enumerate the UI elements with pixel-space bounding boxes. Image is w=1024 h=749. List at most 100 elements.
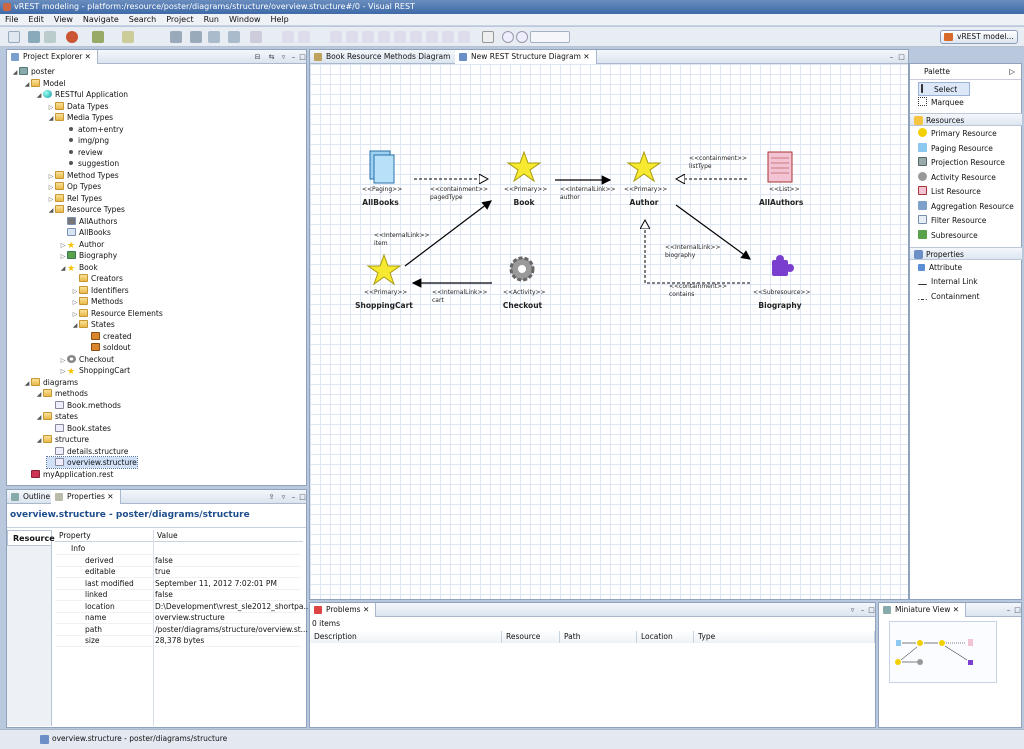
palette-section-resources[interactable]: Resources bbox=[910, 113, 1022, 126]
node-allbooks-name[interactable]: AllBooks bbox=[362, 198, 399, 207]
node-checkout-name[interactable]: Checkout bbox=[502, 301, 543, 310]
node-shoppingcart-shape[interactable] bbox=[366, 253, 402, 286]
color-icon[interactable] bbox=[458, 31, 470, 43]
tree-node[interactable]: atom+entry bbox=[59, 124, 124, 135]
col-property[interactable]: Property bbox=[59, 531, 91, 540]
expanded-arrow-icon[interactable]: ◢ bbox=[36, 414, 42, 421]
tree-node[interactable]: ▷Method Types bbox=[47, 170, 119, 181]
tab-miniature-view[interactable]: Miniature View ✕ bbox=[879, 603, 967, 617]
tab-outline[interactable]: Outline bbox=[7, 490, 58, 504]
palette-filter-resource[interactable]: Filter Resource bbox=[918, 214, 986, 228]
side-tab-resource[interactable]: Resource bbox=[7, 530, 55, 546]
palette-attribute[interactable]: Attribute bbox=[918, 261, 962, 275]
tab-problems[interactable]: Problems ✕ bbox=[310, 603, 377, 617]
tree-node[interactable]: ◢methods bbox=[35, 388, 88, 399]
close-icon[interactable]: ✕ bbox=[84, 52, 91, 61]
palette-containment[interactable]: Containment bbox=[918, 290, 980, 304]
node-biography-shape[interactable] bbox=[772, 255, 794, 276]
col-path[interactable]: Path bbox=[560, 631, 637, 643]
tree-node[interactable]: ◢Model bbox=[23, 78, 66, 89]
palette-marquee[interactable]: Marquee bbox=[918, 96, 964, 110]
diagram-canvas[interactable]: <<Paging>> AllBooks <<Primary>> Book <<P… bbox=[310, 64, 908, 599]
route-icon[interactable] bbox=[410, 31, 422, 43]
expanded-arrow-icon[interactable]: ◢ bbox=[24, 379, 30, 387]
close-icon[interactable]: ✕ bbox=[107, 492, 114, 501]
fit-icon[interactable] bbox=[482, 31, 494, 43]
edge-biography[interactable] bbox=[675, 204, 751, 260]
tree-node[interactable]: Creators bbox=[71, 273, 123, 284]
maximize-icon[interactable]: □ bbox=[868, 606, 875, 614]
layout-icon[interactable] bbox=[330, 31, 342, 43]
pin-icon[interactable]: ⇪ bbox=[268, 493, 275, 501]
collapsed-arrow-icon[interactable]: ▷ bbox=[48, 195, 54, 203]
col-description[interactable]: Description bbox=[310, 631, 502, 643]
minimize-icon[interactable]: – bbox=[860, 606, 865, 614]
new-icon[interactable] bbox=[8, 31, 20, 43]
debug-icon[interactable] bbox=[66, 31, 78, 43]
collapsed-arrow-icon[interactable]: ▷ bbox=[60, 241, 66, 249]
print-icon[interactable] bbox=[44, 31, 56, 43]
tree-node[interactable]: ▷★ShoppingCart bbox=[59, 365, 130, 377]
palette-subresource[interactable]: Subresource bbox=[918, 229, 978, 243]
expanded-arrow-icon[interactable]: ◢ bbox=[48, 115, 54, 122]
tree-node[interactable]: ▷Data Types bbox=[47, 101, 108, 112]
minimize-icon[interactable]: – bbox=[291, 53, 296, 61]
menu-help[interactable]: Help bbox=[270, 15, 289, 24]
font-icon[interactable] bbox=[442, 31, 454, 43]
menu-edit[interactable]: Edit bbox=[28, 15, 44, 24]
maximize-icon[interactable]: □ bbox=[299, 493, 306, 501]
palette-paging-resource[interactable]: Paging Resource bbox=[918, 142, 993, 156]
tree-node[interactable]: ◢structure bbox=[35, 434, 89, 445]
nav-prev-icon[interactable] bbox=[190, 31, 202, 43]
collapsed-arrow-icon[interactable]: ▷ bbox=[72, 287, 78, 295]
node-book-shape[interactable] bbox=[506, 150, 542, 183]
collapsed-arrow-icon[interactable]: ▷ bbox=[60, 356, 66, 364]
tree-node[interactable]: ▷Op Types bbox=[47, 181, 101, 192]
tree-node[interactable]: ◢Resource Types bbox=[47, 204, 125, 215]
maximize-icon[interactable]: □ bbox=[898, 53, 905, 61]
palette-section-properties[interactable]: Properties bbox=[910, 247, 1022, 260]
expanded-arrow-icon[interactable]: ◢ bbox=[36, 391, 42, 398]
zoom-out-icon[interactable] bbox=[516, 31, 528, 43]
tab-structure-diagram[interactable]: New REST Structure Diagram ✕ bbox=[455, 50, 597, 64]
distribute-icon[interactable] bbox=[346, 31, 358, 43]
tree-node[interactable]: soldout bbox=[83, 342, 131, 353]
perspective-button[interactable]: vREST model... bbox=[940, 30, 1018, 44]
maximize-icon[interactable]: □ bbox=[299, 53, 306, 61]
view-menu-icon[interactable]: ▿ bbox=[850, 606, 855, 614]
miniature-thumbnail[interactable] bbox=[889, 621, 997, 683]
close-icon[interactable]: ✕ bbox=[583, 52, 590, 61]
collapsed-arrow-icon[interactable]: ▷ bbox=[48, 103, 54, 111]
tree-node[interactable]: ▷Checkout bbox=[59, 354, 114, 365]
tools-icon[interactable] bbox=[122, 31, 134, 43]
nav-next-icon[interactable] bbox=[170, 31, 182, 43]
palette-internal-link[interactable]: Internal Link bbox=[918, 275, 978, 289]
palette-activity-resource[interactable]: Activity Resource bbox=[918, 171, 996, 185]
expanded-arrow-icon[interactable]: ◢ bbox=[60, 264, 66, 272]
tab-book-methods-diagram[interactable]: Book Resource Methods Diagram bbox=[310, 50, 458, 64]
collapse-all-icon[interactable]: ⊟ bbox=[254, 53, 261, 61]
tab-properties[interactable]: Properties ✕ bbox=[51, 490, 121, 504]
tree-node[interactable]: created bbox=[83, 331, 132, 342]
minimize-icon[interactable]: – bbox=[889, 53, 894, 61]
ruler-icon[interactable] bbox=[394, 31, 406, 43]
back-icon[interactable] bbox=[208, 31, 220, 43]
menu-search[interactable]: Search bbox=[128, 15, 157, 24]
history-icon[interactable] bbox=[250, 31, 262, 43]
node-allbooks-shape[interactable] bbox=[369, 150, 395, 184]
col-type[interactable]: Type bbox=[694, 631, 875, 643]
collapsed-arrow-icon[interactable]: ▷ bbox=[48, 172, 54, 180]
grid-icon[interactable] bbox=[362, 31, 374, 43]
tree-node[interactable]: img/png bbox=[59, 135, 109, 146]
tree-node[interactable]: ◢poster bbox=[11, 66, 55, 77]
view-menu-icon[interactable]: ▿ bbox=[281, 53, 286, 61]
expanded-arrow-icon[interactable]: ◢ bbox=[36, 437, 42, 444]
node-allauthors-shape[interactable] bbox=[767, 151, 793, 183]
collapsed-arrow-icon[interactable]: ▷ bbox=[60, 368, 66, 375]
run-icon[interactable] bbox=[92, 31, 104, 43]
minimize-icon[interactable]: – bbox=[291, 493, 296, 501]
